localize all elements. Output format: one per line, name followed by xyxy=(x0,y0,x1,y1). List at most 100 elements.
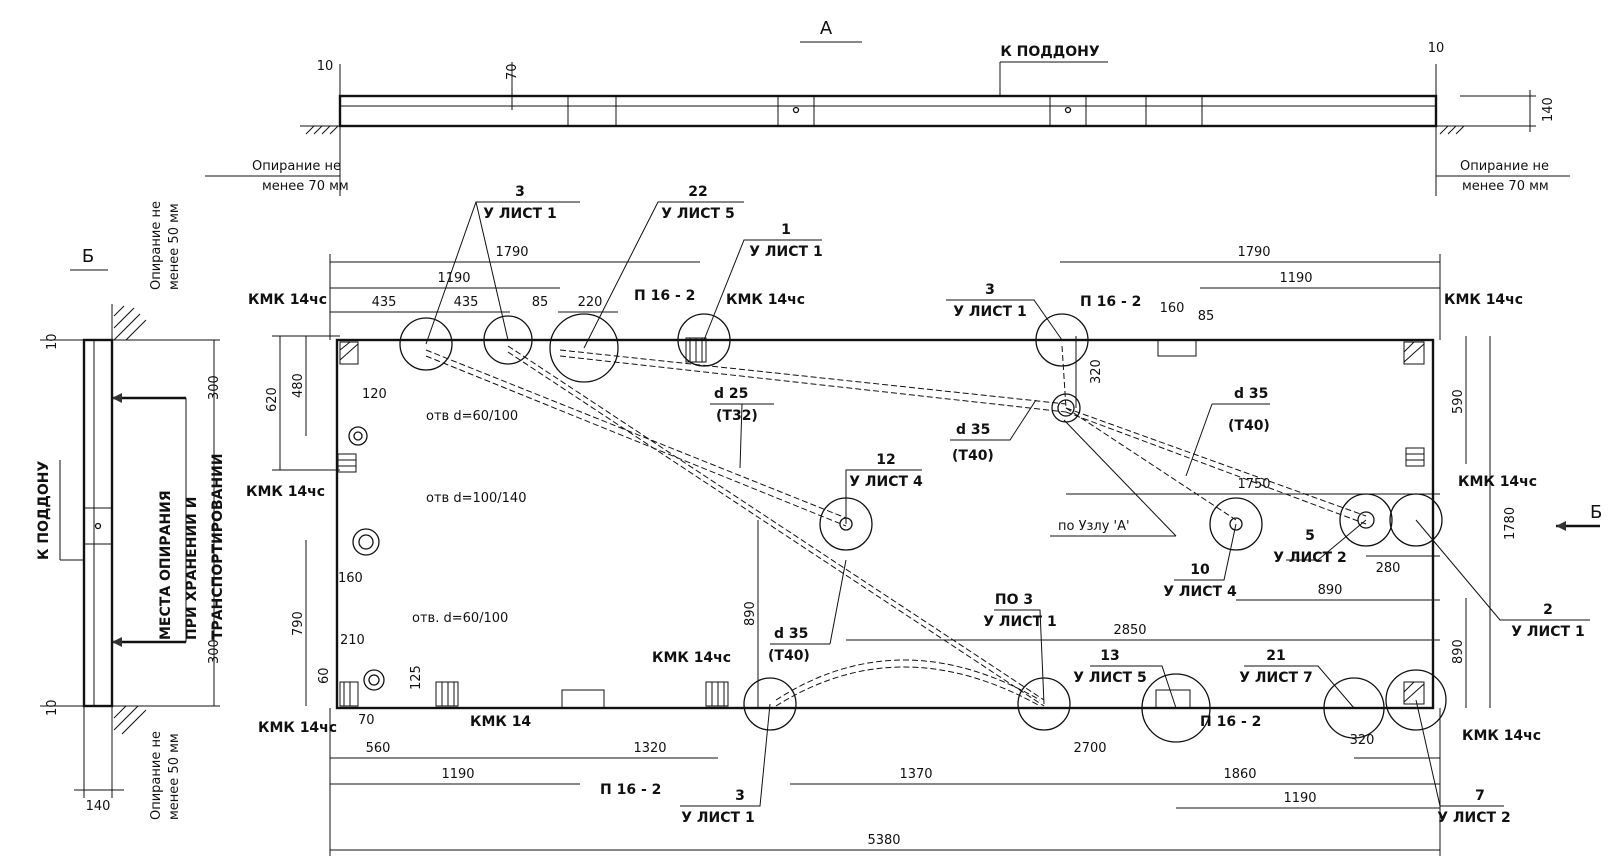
dim-210: 210 xyxy=(340,633,365,648)
plan-loop-circle-7 xyxy=(1385,669,1447,731)
dim-120: 120 xyxy=(362,387,387,402)
pipe-d25-label: d 25 xyxy=(714,386,748,402)
plan-p16-labels: П 16 - 2 П 16 - 2 П 16 - 2 П 16 - 2 xyxy=(600,288,1261,798)
pipe-t40b-label: (Т40) xyxy=(1228,418,1270,434)
plan-pipe-5 xyxy=(1065,407,1237,521)
pipe-t40c-label: (Т40) xyxy=(768,648,810,664)
view-b-support-arrowhead-top xyxy=(112,393,122,403)
dim-890-horizontal: 890 xyxy=(1318,583,1343,598)
plan-hole-circle-d35-inner xyxy=(1057,399,1075,417)
kmk-bottom-center-label: КМК 14чс xyxy=(652,650,731,666)
plan-pipe-1b xyxy=(425,355,847,527)
view-a-support-right-line1: Опирание не xyxy=(1460,159,1549,174)
kmk-top-right-label: КМК 14чс xyxy=(1444,292,1523,308)
plan-hole-60-100-b-inner xyxy=(368,674,380,686)
kmk-left-label: КМК 14чс xyxy=(246,484,325,500)
kmk-top-left-label: КМК 14чс xyxy=(248,292,327,308)
plan-callout-leaders xyxy=(425,201,1590,807)
pipe-t40a-label: (Т40) xyxy=(952,448,994,464)
callout-3-top-sheet: У ЛИСТ 1 xyxy=(483,206,556,222)
plan-callout-texts: 3 У ЛИСТ 1 22 У ЛИСТ 5 1 У ЛИСТ 1 3 У ЛИ… xyxy=(483,184,1584,826)
callout-5: 5 xyxy=(1305,528,1315,544)
plan-loop-circle-13 xyxy=(1141,673,1211,743)
callout-2: 2 xyxy=(1543,602,1553,618)
dim-60: 60 xyxy=(317,667,332,684)
view-b-title: Б xyxy=(82,246,94,267)
callout-7: 7 xyxy=(1475,788,1485,804)
plan-dimension-lines xyxy=(272,254,1491,856)
dim-1750: 1750 xyxy=(1237,477,1270,492)
p16-top-left-label: П 16 - 2 xyxy=(634,288,695,304)
view-a-insert-1 xyxy=(567,95,617,127)
dim-2700: 2700 xyxy=(1073,741,1106,756)
callout-22: 22 xyxy=(688,184,707,200)
plan-slab-outline xyxy=(335,338,1435,710)
view-a-support-right-line2: менее 70 мм xyxy=(1462,179,1549,194)
dim-160-left: 160 xyxy=(338,571,363,586)
view-a-dim-140: 140 xyxy=(1541,97,1556,122)
view-b-to-pallet: К ПОДДОНУ xyxy=(36,461,52,560)
dim-890-vertical: 890 xyxy=(743,601,758,626)
view-a-dim-70: 70 xyxy=(505,63,520,80)
plan-dimension-texts: 1790 1190 435 435 85 220 1790 1190 160 8… xyxy=(265,245,1518,848)
dim-1190-bottom-right: 1190 xyxy=(1283,791,1316,806)
plan-kmk-blocks xyxy=(337,337,1425,707)
view-b-dim-300-bot: 300 xyxy=(207,639,222,664)
callout-5-sheet: У ЛИСТ 2 xyxy=(1273,550,1346,566)
kmk-right-label: КМК 14чс xyxy=(1458,474,1537,490)
dim-1370: 1370 xyxy=(899,767,932,782)
plan-loop-circle-5 xyxy=(1035,313,1089,367)
kmk-top-center-label: КМК 14чс xyxy=(726,292,805,308)
plan-loop-circle-3 xyxy=(549,313,619,383)
callout-13-sheet: У ЛИСТ 5 xyxy=(1073,670,1146,686)
dim-5380: 5380 xyxy=(867,833,900,848)
dim-320: 320 xyxy=(1089,359,1104,384)
plan-pipe-4 xyxy=(1061,345,1067,409)
view-b-dim-10-bot: 10 xyxy=(45,699,60,716)
dim-85-left: 85 xyxy=(532,295,549,310)
callout-1: 1 xyxy=(781,222,791,238)
callout-1-sheet: У ЛИСТ 1 xyxy=(749,244,822,260)
view-b-support-bot-line2: менее 50 мм xyxy=(167,733,182,820)
dim-1320: 1320 xyxy=(633,741,666,756)
plan-pipe-6b xyxy=(1065,411,1367,525)
plan-notch-bottom xyxy=(561,689,605,708)
pipe-d35c-label: d 35 xyxy=(774,626,808,642)
dim-1790-left: 1790 xyxy=(495,245,528,260)
view-b-support-top-line2: менее 50 мм xyxy=(167,203,182,290)
dim-1860: 1860 xyxy=(1223,767,1256,782)
plan-loop-circle-10 xyxy=(1209,497,1263,551)
kmk-bottom-right-label: КМК 14чс xyxy=(1462,728,1541,744)
plan-loop-circle-2 xyxy=(483,315,533,365)
view-a: А К ПОДДОНУ 10 Опирание не менее 70 мм xyxy=(205,18,1570,196)
dim-620: 620 xyxy=(265,387,280,412)
view-b-places-line3: ТРАНСПОРТИРОВАНИИ xyxy=(210,453,226,640)
plan-hole-60-100-inner xyxy=(353,431,363,441)
callout-po3: ПО 3 xyxy=(995,592,1033,608)
plan-pipe-6 xyxy=(1065,407,1367,517)
plan-pipe-1 xyxy=(425,349,847,519)
view-a-dim-10-left: 10 xyxy=(317,59,334,74)
view-a-hole-1 xyxy=(792,106,800,114)
plan-notch-bottom-right xyxy=(1155,689,1191,708)
view-b: Б 10 10 Опирание не менее 50 мм Опирание… xyxy=(36,201,226,820)
plan-hole-100-140 xyxy=(352,528,380,556)
plan-kmk-labels: КМК 14чс КМК 14чс КМК 14чс КМК 14чс КМК … xyxy=(246,292,1541,744)
plan-loop-circle-1 xyxy=(399,317,453,371)
dim-280: 280 xyxy=(1376,561,1401,576)
dim-790: 790 xyxy=(291,611,306,636)
hole-label-2: отв d=100/140 xyxy=(426,491,526,506)
kmk-bottom-left-label: КМК 14чс xyxy=(258,720,337,736)
view-a-insert-2 xyxy=(777,95,815,127)
view-a-dim-10-right: 10 xyxy=(1428,41,1445,56)
view-b-places-line2: ПРИ ХРАНЕНИИ И xyxy=(184,497,200,640)
callout-3-bottom-sheet: У ЛИСТ 1 xyxy=(681,810,754,826)
view-b-top-hatch xyxy=(113,305,147,341)
callout-13: 13 xyxy=(1100,648,1119,664)
view-b-insert xyxy=(83,507,113,545)
view-a-insert-4 xyxy=(1145,95,1203,127)
view-b-hole xyxy=(94,522,102,530)
dim-1190-left: 1190 xyxy=(437,271,470,286)
hole-label-3: отв. d=60/100 xyxy=(412,611,508,626)
view-a-right-support-hatch xyxy=(1439,125,1465,135)
